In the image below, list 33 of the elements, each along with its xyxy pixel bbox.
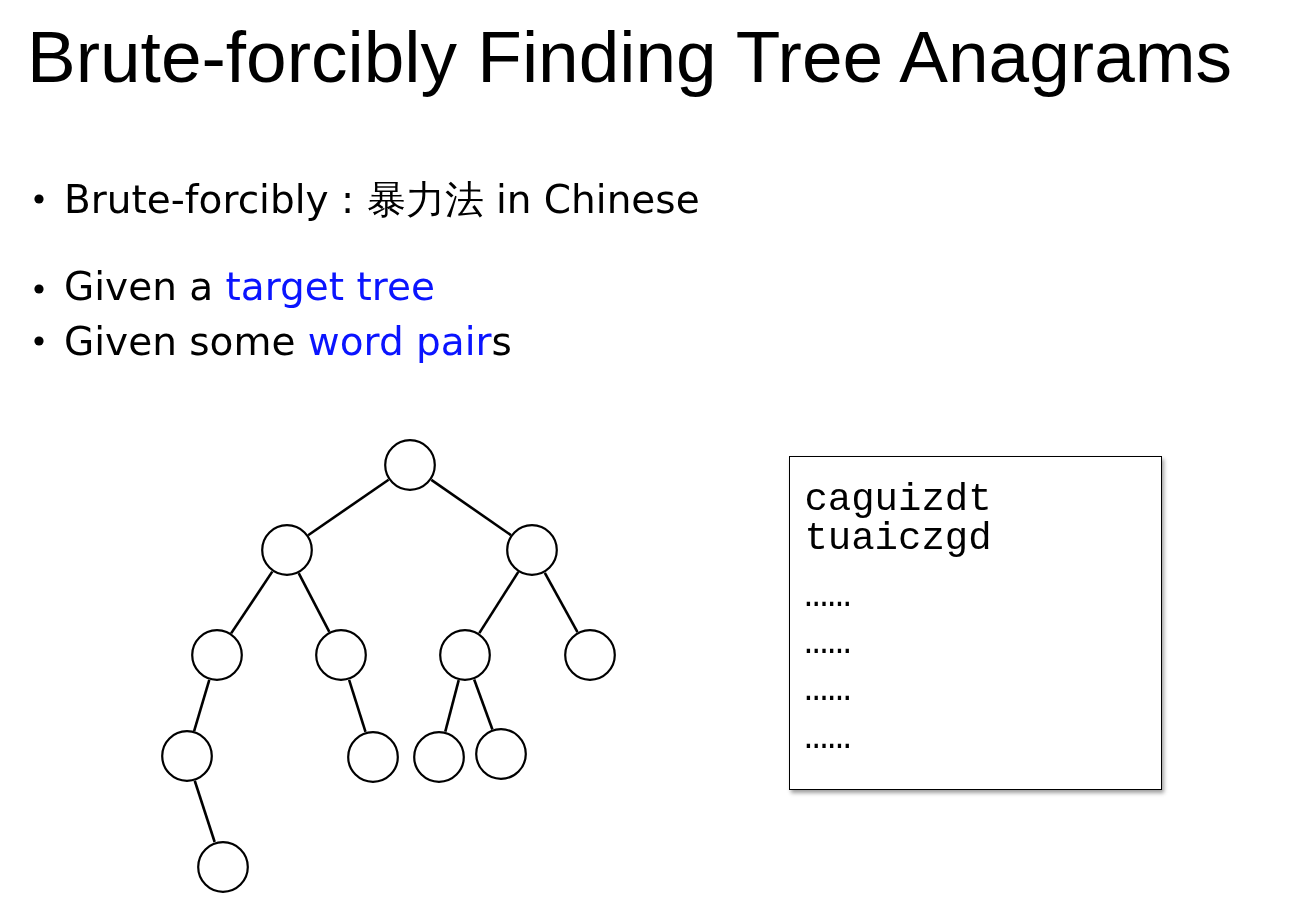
tree-edge-line: [444, 679, 460, 732]
bullet-text: Brute-forcibly : 暴力法 in Chinese: [64, 179, 700, 219]
ellipsis-text: ……: [804, 670, 852, 710]
tree-edge-line: [230, 570, 274, 635]
tree-node-circle: [190, 629, 243, 681]
tree-node-circle: [412, 730, 465, 783]
tree-edge-line: [347, 679, 367, 733]
tree-edge-line: [193, 780, 216, 843]
ellipsis-text: ……: [804, 623, 852, 663]
tree-edge-line: [430, 478, 512, 537]
tree-edge-line: [472, 679, 494, 730]
ellipsis-text: ……: [804, 576, 852, 616]
tree-node-circle: [564, 629, 616, 681]
word-text: caguizdt: [804, 481, 992, 521]
word-list-box: [789, 456, 1162, 790]
tree-node-circle: [475, 728, 528, 780]
ellipsis-text: ……: [804, 718, 852, 758]
tree-edge-line: [478, 571, 520, 634]
tree-edge-line: [543, 572, 579, 633]
tree-node-circle: [439, 629, 492, 681]
tree-edge-line: [307, 478, 390, 537]
tree-node-circle: [160, 730, 213, 782]
tree-node-circle: [260, 524, 313, 576]
tree-edge-line: [297, 572, 331, 633]
word-text: tuaiczgd: [804, 519, 992, 559]
tree-edge-line: [192, 679, 211, 732]
tree-node-circle: [347, 730, 400, 783]
tree-node-circle: [384, 439, 436, 491]
tree-node-circle: [315, 629, 368, 681]
bullet-text: Given a target tree: [64, 267, 435, 306]
bullet-text: Given some word pairs: [64, 322, 512, 361]
tree-node-circle: [196, 840, 249, 893]
tree-node-circle: [506, 524, 559, 576]
